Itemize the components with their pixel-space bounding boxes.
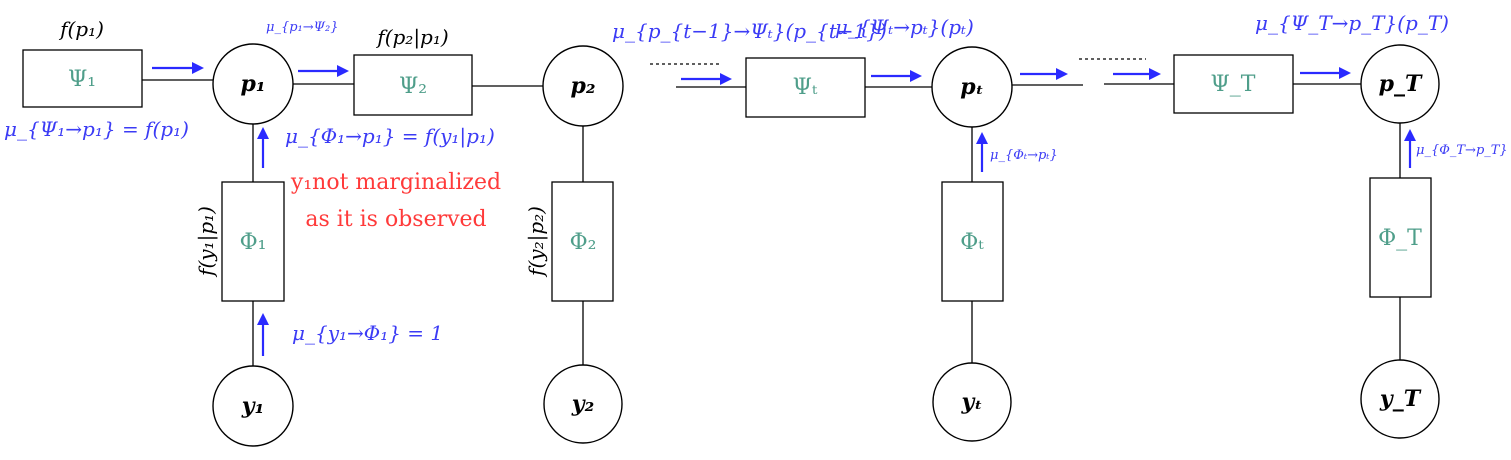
variable-node-p1 [212,43,294,125]
label-yT: y_T [1379,386,1422,412]
variable-node-p2 [542,45,624,127]
factor-box-phit [941,181,1004,302]
arrowhead-psiT-to-pT [1339,67,1351,79]
variable-node-y1 [212,365,294,447]
factor-box-psi1 [22,49,143,108]
label-psi2: Ψ₂ [399,74,427,99]
arrowhead-ptm1-to-psit [720,73,732,85]
message-arrows [152,62,1416,356]
factor-label-f-p1: f(p₁) [58,17,104,41]
variable-node-pt [931,46,1013,128]
message-phit-to-pt: μ_{Φₜ→pₜ} [990,148,1058,163]
message-phi1-to-p1: μ_{Φ₁→p₁} = f(y₁|p₁) [285,124,495,149]
label-y1: y₁ [241,393,264,419]
label-psi1: Ψ₁ [68,67,96,92]
arrowhead-psi1-to-p1 [192,62,204,74]
factor-label-f-y2-given-p2: f(y₂|p₂) [524,206,549,278]
factor-box-phi2 [551,181,614,302]
factor-box-phi1 [221,181,285,302]
message-ptm1-to-psit: μ_{p_{t−1}→Ψₜ}(p_{t−1}) [612,19,887,43]
arrowhead-pt-right [1056,68,1068,80]
arrowhead-phit-to-pt [976,132,988,144]
factor-label-f-p2-given-p1: f(p₂|p₁) [375,25,448,50]
variable-node-pT [1360,44,1440,124]
arrowhead-p1-to-psi2 [337,65,349,77]
factor-label-f-y1-given-p1: f(y₁|p₁) [194,206,219,278]
label-phit: Φₜ [960,230,984,255]
factor-box-phiT [1369,177,1432,298]
message-phiT-to-pT: μ_{Φ_T→p_T} [1416,143,1508,158]
label-phiT: Φ_T [1378,226,1422,251]
label-pt: pₜ [960,74,984,100]
arrowhead-y1-to-phi1 [257,313,269,325]
note-line-2: as it is observed [305,207,486,232]
message-p1-to-psi2: μ_{p₁→Ψ₂} [266,20,339,35]
label-phi2: Φ₂ [570,230,597,255]
factor-box-psi2 [353,54,473,116]
label-psiT: Ψ_T [1211,72,1256,97]
label-pT: p_T [1379,71,1423,97]
message-y1-to-phi1: μ_{y₁→Φ₁} = 1 [292,321,443,345]
label-p2: p₂ [570,73,595,99]
message-psi1-to-p1: μ_{Ψ₁→p₁} = f(p₁) [4,117,189,141]
arrowhead-phi1-to-p1 [257,127,269,139]
variable-node-yT [1360,359,1440,439]
arrowhead-psit-to-pt [910,70,922,82]
variable-node-yt [932,362,1012,442]
message-psiT-to-pT: μ_{Ψ_T→p_T}(p_T) [1255,11,1449,35]
factor-box-psit [745,57,866,118]
label-phi1: Φ₁ [240,230,267,255]
factor-box-psiT [1173,54,1294,114]
arrowhead-phiT-to-pT [1404,129,1416,141]
label-p1: p₁ [240,71,265,97]
label-psit: Ψₜ [793,75,818,100]
variable-node-y2 [543,364,623,444]
label-yt: yₜ [961,389,983,415]
graph-edges [142,58,1401,366]
arrowhead-to-psiT [1149,68,1161,80]
label-y2: y₂ [571,391,594,417]
message-psit-to-pt: μ_{Ψₜ→pₜ}(pₜ) [835,15,974,39]
note-line-1: y₁not marginalized [290,170,501,195]
